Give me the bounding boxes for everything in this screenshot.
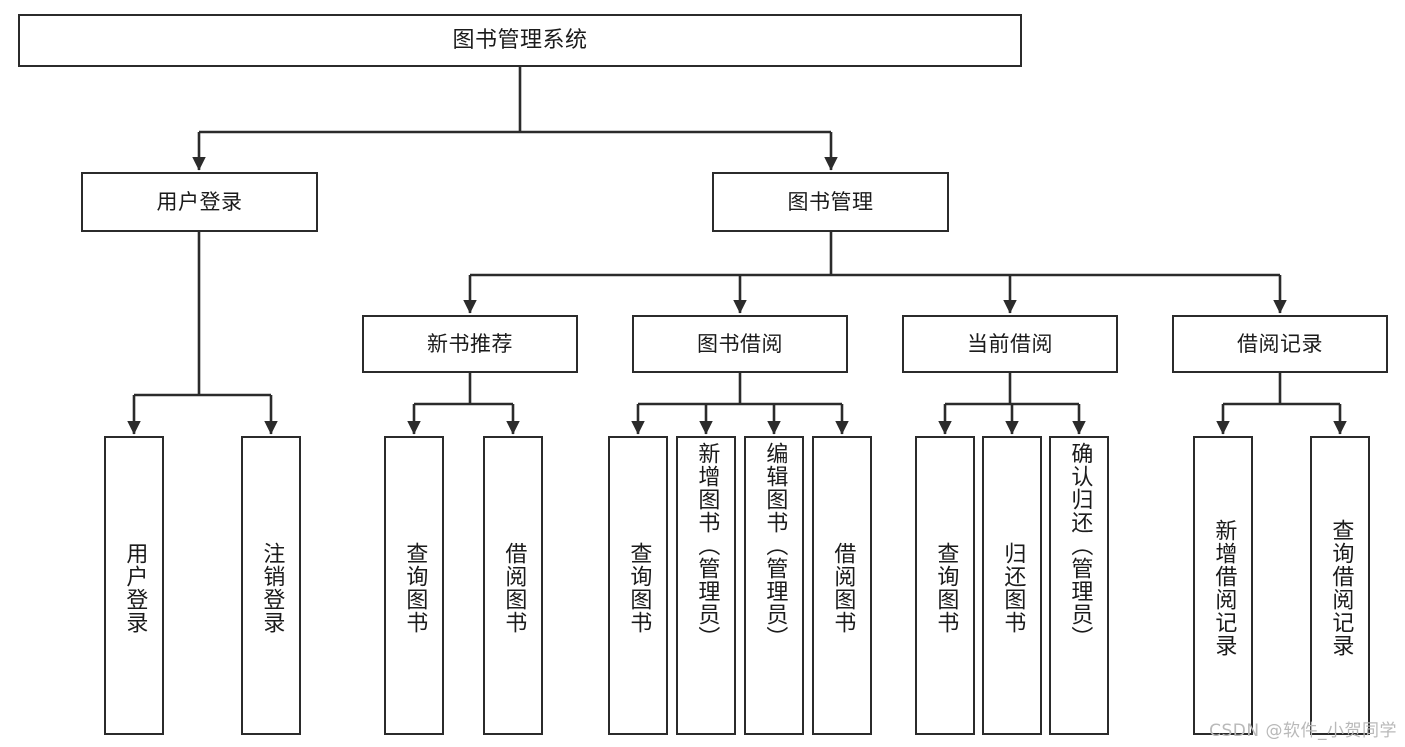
node-label: 用户登录 [156,189,243,214]
leaf-record-query-record[interactable]: 查询借阅记录 [1310,436,1370,735]
node-label: 借阅记录 [1237,331,1323,356]
leaf-new-book-query[interactable]: 查询图书 [384,436,444,735]
node-current-borrow[interactable]: 当前借阅 [902,315,1118,373]
leaf-borrow-edit-book[interactable]: 编辑图书（管理员） [744,436,804,735]
node-label: 图书借阅 [697,331,783,356]
leaf-label: 借阅图书 [501,541,527,634]
leaf-label: 借阅图书 [830,541,856,634]
leaf-current-return-book[interactable]: 归还图书 [982,436,1042,735]
leaf-label: 查询图书 [933,541,959,634]
leaf-label: 查询借阅记录 [1328,518,1354,657]
leaf-label: 确认归还（管理员） [1067,442,1093,649]
node-user-login[interactable]: 用户登录 [81,172,318,232]
leaf-current-query-book[interactable]: 查询图书 [915,436,975,735]
leaf-borrow-add-book[interactable]: 新增图书（管理员） [676,436,736,735]
leaf-user-login-logout[interactable]: 注销登录 [241,436,301,735]
node-borrow-record[interactable]: 借阅记录 [1172,315,1388,373]
leaf-label: 查询图书 [402,541,428,634]
node-label: 图书管理系统 [452,27,588,53]
leaf-label: 归还图书 [1000,541,1026,634]
leaf-label: 编辑图书（管理员） [762,442,788,649]
leaf-record-add-record[interactable]: 新增借阅记录 [1193,436,1253,735]
leaf-borrow-query-book[interactable]: 查询图书 [608,436,668,735]
node-book-management-system[interactable]: 图书管理系统 [18,14,1022,67]
node-label: 当前借阅 [967,331,1053,356]
leaf-label: 用户登录 [122,541,148,634]
leaf-label: 查询图书 [626,541,652,634]
node-new-book-recommend[interactable]: 新书推荐 [362,315,578,373]
leaf-label: 新增图书（管理员） [694,442,720,649]
leaf-user-login-login[interactable]: 用户登录 [104,436,164,735]
leaf-current-confirm-return[interactable]: 确认归还（管理员） [1049,436,1109,735]
leaf-label: 注销登录 [259,541,285,634]
node-label: 新书推荐 [427,331,513,356]
node-book-borrow[interactable]: 图书借阅 [632,315,848,373]
node-book-management[interactable]: 图书管理 [712,172,949,232]
leaf-borrow-borrow-book[interactable]: 借阅图书 [812,436,872,735]
leaf-new-book-borrow[interactable]: 借阅图书 [483,436,543,735]
node-label: 图书管理 [787,189,874,214]
csdn-watermark: CSDN @软件_小贺同学 [1209,721,1397,741]
leaf-label: 新增借阅记录 [1211,518,1237,657]
